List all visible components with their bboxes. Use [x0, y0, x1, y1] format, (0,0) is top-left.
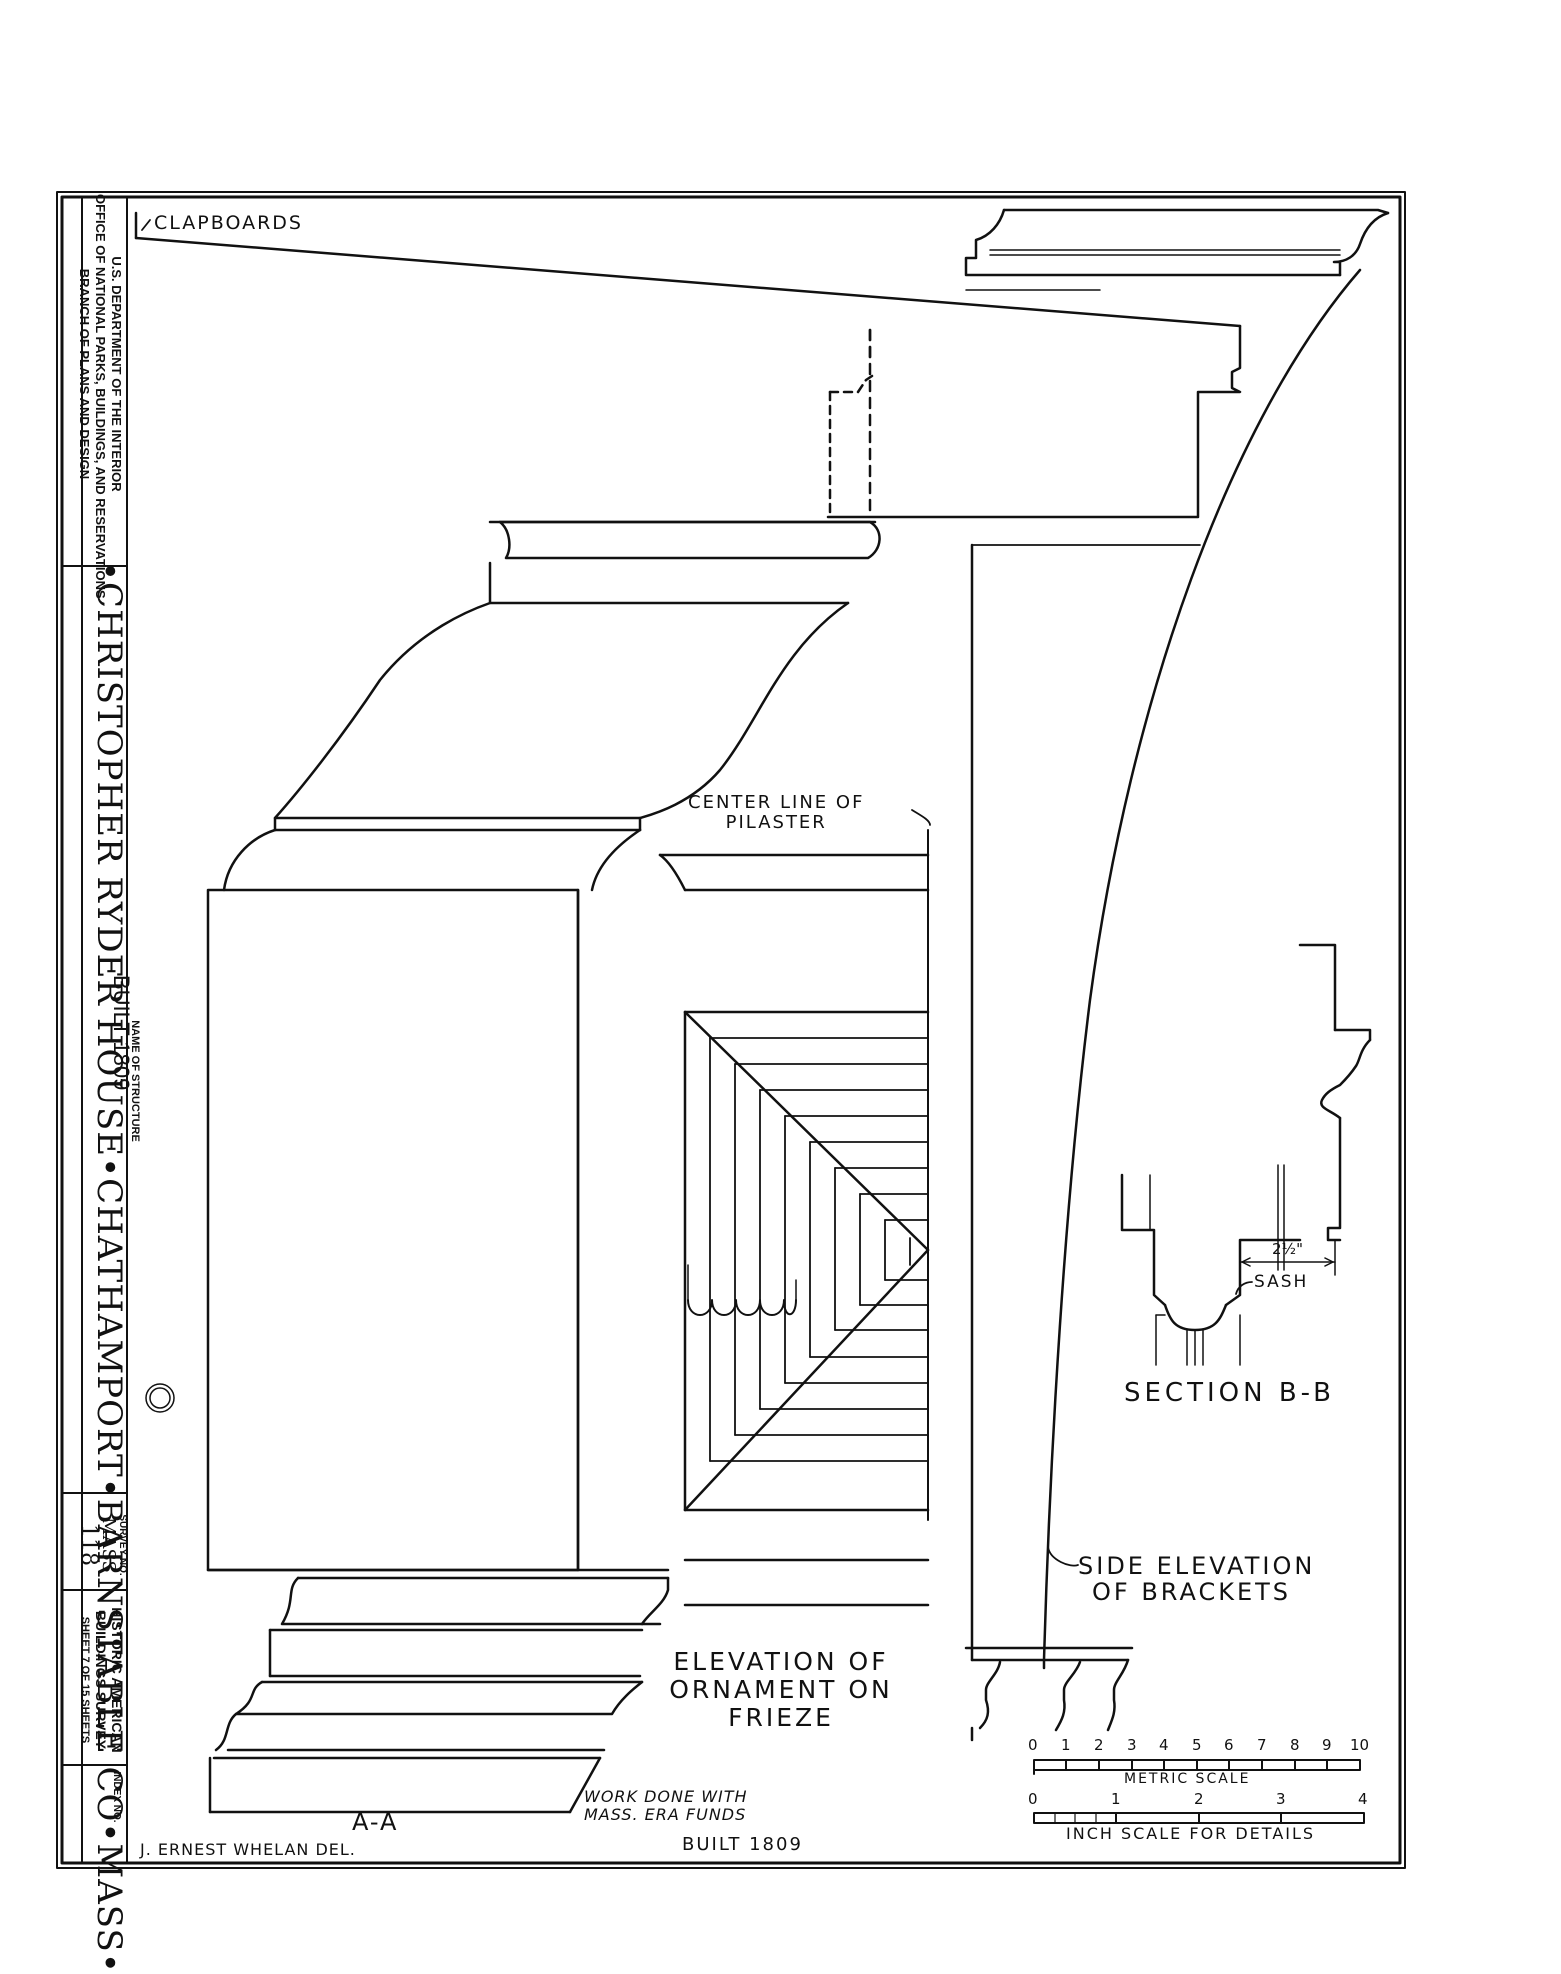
top-right-cornice [964, 208, 1390, 291]
ornament-text-1: ELEVATION OF [673, 1647, 889, 1676]
habs-line-1: HISTORIC AMERICAN [109, 1607, 125, 1753]
built-date-bottom: BUILT 1809 [682, 1834, 803, 1855]
metric-tick-9: 9 [1322, 1736, 1332, 1754]
center-line-text-1: CENTER LINE OF [688, 792, 865, 813]
section-aa-label: A-A [352, 1808, 399, 1836]
bracket-base [964, 1646, 1134, 1742]
habs-line-2: BUILDINGS SURVEY [93, 1610, 109, 1750]
inch-tick-1: 1 [1111, 1790, 1121, 1808]
inch-tick-3: 3 [1276, 1790, 1286, 1808]
metric-tick-5: 5 [1192, 1736, 1202, 1754]
metric-scale-caption: METRIC SCALE [1124, 1771, 1251, 1787]
inch-scale-ticks: 0 1 2 3 4 [1026, 1790, 1376, 1810]
survey-number: 118 [76, 1524, 101, 1566]
seal-stamp [145, 1383, 175, 1413]
side-elevation-text-1: SIDE ELEVATION [1078, 1552, 1316, 1580]
inch-tick-4: 4 [1358, 1790, 1368, 1808]
section-bb-profile [1120, 943, 1372, 1366]
pilaster-base [206, 1568, 670, 1814]
ornament-label: ELEVATION OF ORNAMENT ON FRIEZE [656, 1648, 906, 1732]
sheet-border [56, 191, 1406, 1869]
name-of-structure-caption: NAME OF STRUCTURE [129, 1020, 141, 1142]
agency-line-3: BRANCH OF PLANS AND DESIGN [77, 268, 92, 480]
agency-line-1: U.S. DEPARTMENT OF THE INTERIOR [109, 256, 124, 492]
title-block-frame [61, 196, 128, 1864]
drawing-sheet: U.S. DEPARTMENT OF THE INTERIOR OFFICE O… [56, 191, 1406, 1974]
leader-lines [1047, 1281, 1253, 1567]
section-bb-label: SECTION B-B [1124, 1378, 1335, 1408]
center-line-label: CENTER LINE OF PILASTER [688, 793, 864, 833]
work-done-label: WORK DONE WITH MASS. ERA FUNDS [584, 1788, 748, 1824]
metric-tick-0: 0 [1028, 1736, 1038, 1754]
clapboards-label: CLAPBOARDS [154, 212, 303, 234]
ornament-text-3: FRIEZE [728, 1703, 834, 1732]
inch-tick-2: 2 [1194, 1790, 1204, 1808]
architectural-drawing [56, 191, 1406, 1869]
metric-tick-1: 1 [1061, 1736, 1071, 1754]
metric-tick-3: 3 [1127, 1736, 1137, 1754]
clapboard-line [134, 211, 1242, 328]
side-elevation-label: SIDE ELEVATION OF BRACKETS [1078, 1553, 1315, 1605]
pilaster-capital [273, 520, 881, 832]
upper-profile [826, 324, 1242, 519]
agency-line-2: OFFICE OF NATIONAL PARKS, BUILDINGS, AND… [93, 194, 108, 599]
sheet-line: SHEET 7 OF 15 SHEETS [79, 1616, 91, 1744]
bracket-side-elevation [970, 268, 1362, 1670]
inch-tick-0: 0 [1028, 1790, 1038, 1808]
habs-block: HISTORIC AMERICAN BUILDINGS SURVEY SHEET… [75, 1595, 125, 1765]
metric-scale-bar [1033, 1759, 1361, 1775]
survey-state: MASS [98, 1517, 119, 1573]
dimension-label: 2½" [1272, 1240, 1303, 1258]
ornament-text-2: ORNAMENT ON [669, 1675, 893, 1704]
delineator-label: J. ERNEST WHELAN DEL. [140, 1840, 356, 1859]
metric-tick-10: 10 [1350, 1736, 1370, 1754]
metric-tick-7: 7 [1257, 1736, 1267, 1754]
metric-tick-4: 4 [1159, 1736, 1169, 1754]
work-done-text-1: WORK DONE WITH [584, 1787, 748, 1806]
sash-label: SASH [1254, 1272, 1309, 1292]
pilaster-shaft [206, 828, 642, 1572]
inch-scale-bar [1033, 1812, 1365, 1824]
metric-tick-6: 6 [1224, 1736, 1234, 1754]
center-line-text-2: PILASTER [725, 812, 827, 833]
index-no-caption: INDEX NO. [111, 1771, 122, 1823]
survey-number-block: SURVEY NO. MASS 118 [76, 1497, 128, 1593]
metric-tick-2: 2 [1094, 1736, 1104, 1754]
agency-block: U.S. DEPARTMENT OF THE INTERIOR OFFICE O… [76, 194, 124, 599]
work-done-text-2: MASS. ERA FUNDS [584, 1805, 747, 1824]
frieze-ornament [658, 809, 931, 1607]
side-elevation-text-2: OF BRACKETS [1092, 1578, 1292, 1606]
metric-tick-8: 8 [1290, 1736, 1300, 1754]
inch-scale-caption: INCH SCALE FOR DETAILS [1066, 1824, 1316, 1843]
metric-scale-ticks: 0 1 2 3 4 5 6 7 8 9 10 [1026, 1736, 1376, 1756]
